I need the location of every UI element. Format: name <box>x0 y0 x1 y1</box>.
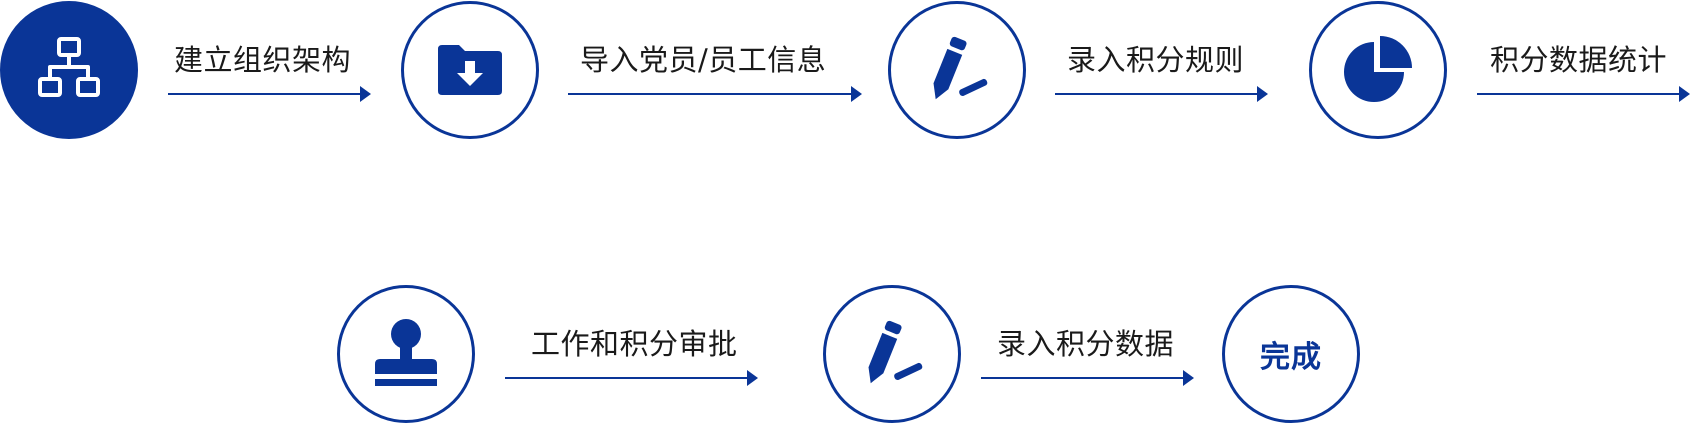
step-node-build-org <box>0 1 138 139</box>
step-label-approval: 工作和积分审批 <box>531 327 738 361</box>
step-label-enter-data: 录入积分数据 <box>997 327 1175 361</box>
org-chart-icon <box>38 37 100 97</box>
flow-arrow <box>981 370 1194 386</box>
flow-arrow <box>168 86 371 102</box>
flow-arrow <box>505 370 758 386</box>
step-node-approval <box>337 285 475 423</box>
step-label-import-members: 导入党员/员工信息 <box>580 43 827 77</box>
done-label: 完成 <box>1260 340 1322 375</box>
step-label-enter-rules: 录入积分规则 <box>1067 43 1245 77</box>
step-node-enter-rules <box>888 1 1026 139</box>
step-label-build-org: 建立组织架构 <box>174 43 352 77</box>
step-node-done: 完成 <box>1222 285 1360 423</box>
flow-arrow <box>1055 86 1268 102</box>
stamp-icon <box>375 319 437 386</box>
step-label-stats: 积分数据统计 <box>1490 43 1668 77</box>
pen-icon <box>933 36 988 100</box>
folder-download-icon <box>438 45 502 95</box>
flow-arrow <box>568 86 862 102</box>
step-node-import-members <box>401 1 539 139</box>
pie-chart-icon <box>1344 36 1412 102</box>
step-node-enter-data <box>823 285 961 423</box>
pen-icon <box>868 320 923 384</box>
step-node-stats <box>1309 1 1447 139</box>
flow-arrow <box>1477 86 1690 102</box>
